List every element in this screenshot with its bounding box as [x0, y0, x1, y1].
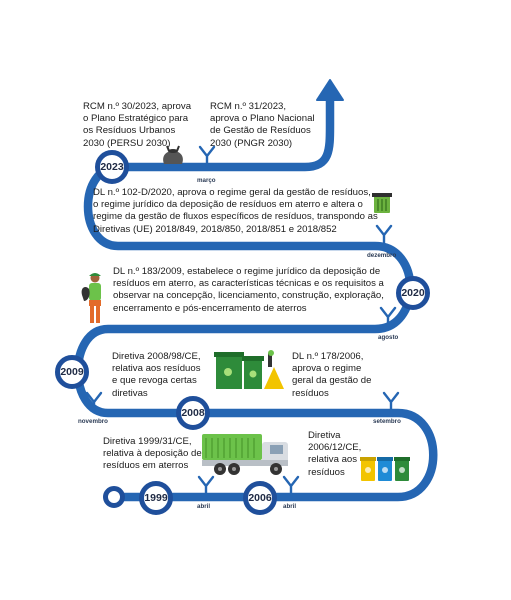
pin-dezembro	[375, 224, 393, 247]
month-label-setembro: setembro	[373, 418, 401, 425]
event-diretiva-1999-31: Diretiva 1999/31/CE,relativa à deposição…	[103, 436, 202, 472]
year-2006-marker: 2006	[243, 481, 277, 515]
pin-marco	[198, 145, 216, 168]
garbage-truck-icon	[202, 434, 288, 475]
event-dl-102d-2020: DL n.º 102-D/2020, aprova o regime geral…	[93, 187, 378, 235]
event-diretiva-2008-98: Diretiva 2008/98/CE,relativa aos resíduo…	[112, 351, 201, 399]
pin-abril-1999	[197, 475, 215, 498]
event-dl-183-2009: DL n.º 183/2009, estabelece o regime jur…	[113, 266, 384, 314]
arrow-head-icon	[316, 79, 344, 101]
waste-worker-icon	[81, 273, 101, 323]
month-label-abril-1999: abril	[197, 503, 211, 510]
year-2020-marker: 2020	[396, 276, 430, 310]
month-label-agosto: agosto	[378, 334, 399, 341]
pin-novembro	[85, 391, 103, 414]
trash-bin-icon	[372, 193, 392, 213]
month-label-dezembro: dezembro	[367, 252, 397, 259]
month-label-novembro: novembro	[78, 418, 108, 425]
month-label-abril-2006: abril	[283, 503, 297, 510]
year-2008-marker: 2008	[176, 396, 210, 430]
year-2009-marker: 2009	[55, 355, 89, 389]
pin-abril-2006	[282, 475, 300, 498]
pin-setembro	[382, 391, 400, 414]
garbage-bag-icon	[163, 145, 183, 164]
timeline-start-icon	[103, 486, 125, 508]
pin-agosto	[379, 306, 397, 329]
year-2023-marker: 2023	[95, 150, 129, 184]
month-label-marco: março	[197, 177, 216, 184]
waste-containers-icon	[214, 350, 284, 389]
year-1999-marker: 1999	[139, 481, 173, 515]
recycling-bins-icon	[360, 457, 410, 481]
